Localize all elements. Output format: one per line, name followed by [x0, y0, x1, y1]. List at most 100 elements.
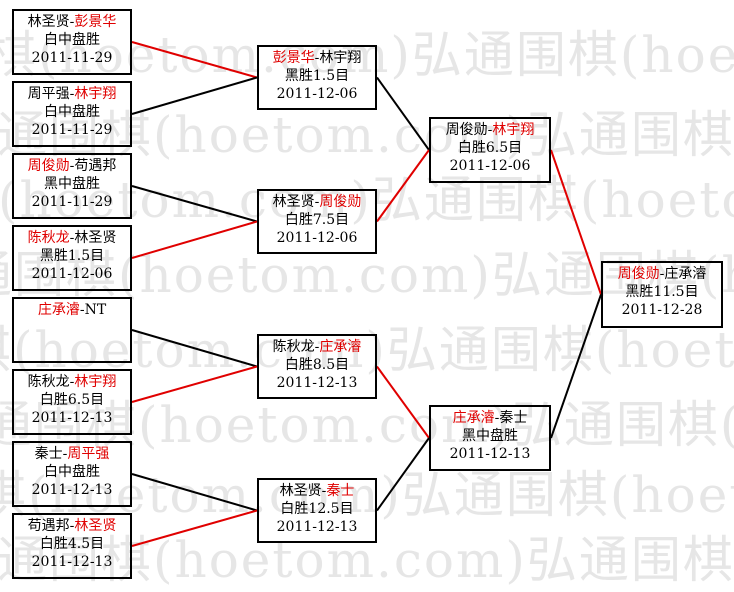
- match-result: 黑中盘胜: [44, 176, 100, 192]
- winner-connector: [131, 365, 258, 403]
- vs-separator: -: [62, 446, 68, 462]
- match-players: 彭景华-林宇翔: [259, 49, 375, 67]
- match-players: 秦士-周平强: [14, 445, 130, 463]
- player-2-name: 周俊勋: [319, 194, 362, 210]
- player-1-name: 周俊勋: [445, 122, 488, 138]
- player-2-name: 林宇翔: [319, 50, 362, 66]
- match-players: 林圣贤-周俊勋: [259, 193, 375, 211]
- player-1-name: 周俊勋: [27, 158, 70, 174]
- player-1-name: 陈秋龙: [27, 230, 70, 246]
- vs-separator: -: [69, 86, 75, 102]
- vs-separator: -: [321, 483, 327, 499]
- match-result: 白胜7.5目: [284, 212, 350, 228]
- winner-connector: [550, 149, 602, 295]
- match-date: 2011-12-13: [449, 446, 531, 462]
- match-players: 林圣贤-秦士: [259, 482, 375, 500]
- winner-connector: [131, 509, 258, 547]
- vs-separator: -: [69, 518, 75, 534]
- match-result: 白胜8.5目: [284, 357, 350, 373]
- match-box: 苟遇邦-林圣贤白胜4.5目 2011-12-13: [12, 513, 132, 579]
- winner-connector: [376, 149, 430, 223]
- vs-separator: -: [69, 158, 75, 174]
- match-result: 白中盘胜: [44, 104, 100, 120]
- player-1-name: 林圣贤: [27, 14, 70, 30]
- loser-connector: [131, 473, 258, 512]
- match-result: 黑胜1.5目: [284, 68, 350, 84]
- winner-connector: [376, 365, 430, 439]
- match-date: 2011-12-06: [276, 230, 358, 246]
- player-1-name: 彭景华: [272, 50, 315, 66]
- vs-separator: -: [487, 122, 493, 138]
- winner-connector: [131, 220, 258, 259]
- player-1-name: 苟遇邦: [27, 518, 70, 534]
- player-1-name: 林圣贤: [272, 194, 315, 210]
- match-date: 2011-12-13: [31, 410, 113, 426]
- player-2-name: 林圣贤: [74, 230, 117, 246]
- player-1-name: 庄承濬: [452, 410, 495, 426]
- player-2-name: 林圣贤: [74, 518, 117, 534]
- vs-separator: -: [69, 230, 75, 246]
- player-2-name: 庄承濬: [319, 339, 362, 355]
- match-result: 黑胜1.5目: [39, 248, 105, 264]
- match-date: 2011-11-29: [31, 194, 113, 210]
- match-date: 2011-12-06: [276, 86, 358, 102]
- player-1-name: 林圣贤: [279, 483, 322, 499]
- match-result: 黑胜11.5目: [625, 284, 699, 300]
- match-date: 2011-12-13: [276, 375, 358, 391]
- vs-separator: -: [659, 266, 665, 282]
- match-players: 周俊勋-苟遇邦: [14, 157, 130, 175]
- match-result: 白中盘胜: [44, 464, 100, 480]
- player-2-name: 庄承濬: [664, 266, 707, 282]
- match-date: 2011-12-13: [31, 554, 113, 570]
- match-players: 周俊勋-林宇翔: [431, 121, 549, 139]
- match-players: 陈秋龙-林宇翔: [14, 373, 130, 391]
- player-2-name: 彭景华: [74, 14, 117, 30]
- player-1-name: 周俊勋: [617, 266, 660, 282]
- vs-separator: -: [314, 194, 320, 210]
- player-2-name: NT: [84, 302, 107, 318]
- vs-separator: -: [494, 410, 500, 426]
- loser-connector: [550, 294, 602, 439]
- player-2-name: 林宇翔: [74, 374, 117, 390]
- loser-connector: [376, 76, 430, 151]
- loser-connector: [131, 76, 258, 115]
- match-result: 白胜12.5目: [280, 501, 354, 517]
- match-result: 白胜6.5目: [39, 392, 105, 408]
- match-result: 白胜4.5目: [39, 536, 105, 552]
- player-2-name: 林宇翔: [74, 86, 117, 102]
- winner-connector: [131, 41, 258, 79]
- match-result: 白胜6.5目: [457, 140, 523, 156]
- vs-separator: -: [314, 50, 320, 66]
- match-players: 陈秋龙-庄承濬: [259, 338, 375, 356]
- player-1-name: 秦士: [34, 446, 63, 462]
- match-players: 周俊勋-庄承濬: [603, 265, 721, 283]
- player-1-name: 陈秋龙: [272, 339, 315, 355]
- player-2-name: 秦士: [326, 483, 355, 499]
- vs-separator: -: [69, 374, 75, 390]
- match-date: 2011-11-29: [31, 50, 113, 66]
- match-date: 2011-12-28: [621, 302, 703, 318]
- match-date: 2011-12-06: [31, 266, 113, 282]
- match-date: 2011-11-29: [31, 122, 113, 138]
- match-box: 庄承濬-NT: [12, 297, 132, 363]
- match-result: 黑中盘胜: [462, 428, 518, 444]
- player-2-name: 周平强: [67, 446, 110, 462]
- match-players: 庄承濬-NT: [14, 301, 130, 319]
- vs-separator: -: [314, 339, 320, 355]
- player-1-name: 陈秋龙: [27, 374, 70, 390]
- match-players: 周平强-林宇翔: [14, 85, 130, 103]
- loser-connector: [376, 437, 430, 512]
- player-1-name: 周平强: [27, 86, 70, 102]
- player-1-name: 庄承濬: [37, 302, 80, 318]
